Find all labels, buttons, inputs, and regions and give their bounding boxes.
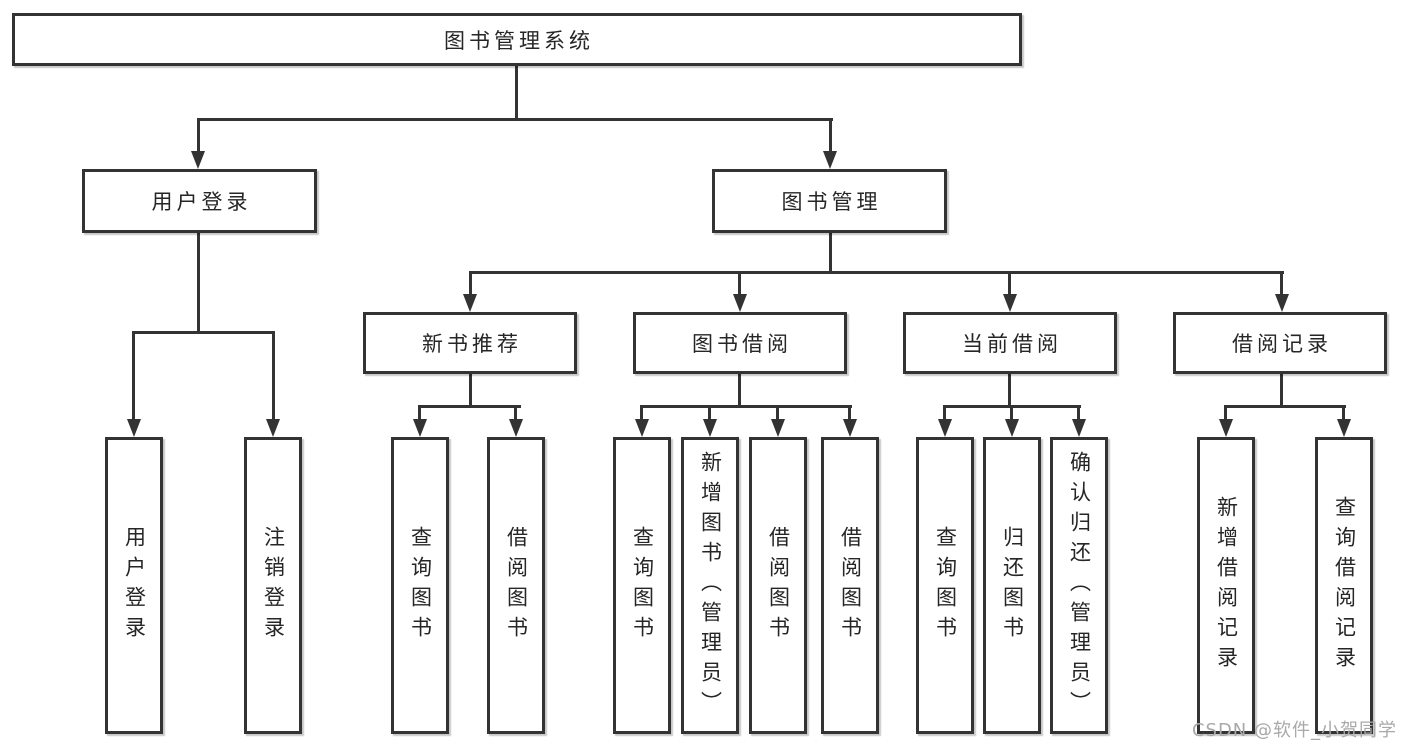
connector-line — [708, 405, 711, 421]
connector-line — [1077, 405, 1080, 421]
node-label: 借阅图书 — [838, 525, 863, 646]
connector-line — [469, 372, 472, 408]
connector-line — [1280, 271, 1283, 296]
node-new-book-recommend: 新书推荐 — [363, 312, 577, 374]
arrowhead-down-icon — [635, 419, 649, 437]
connector-line — [132, 331, 275, 334]
node-leaf-borrow-books-borrow: 借阅图书 — [821, 437, 879, 734]
arrowhead-down-icon — [1005, 419, 1019, 437]
connector-line — [640, 405, 852, 408]
arrowhead-down-icon — [1337, 419, 1351, 437]
connector-line — [469, 271, 472, 296]
node-leaf-logout: 注销登录 — [244, 437, 302, 734]
connector-line — [1224, 405, 1227, 421]
node-leaf-query-books-borrow: 查询图书 — [613, 437, 671, 734]
node-book-borrow: 图书借阅 — [633, 312, 847, 374]
connector-line — [197, 118, 833, 121]
node-label: 查询图书 — [630, 525, 655, 646]
node-book-management: 图书管理 — [712, 169, 947, 233]
node-leaf-confirm-return-admin: 确认归还（管理员） — [1050, 437, 1108, 734]
connector-line — [132, 331, 135, 421]
arrowhead-down-icon — [1275, 294, 1289, 312]
node-leaf-add-borrow-record: 新增借阅记录 — [1197, 437, 1255, 734]
connector-line — [272, 331, 275, 421]
connector-line — [1010, 405, 1013, 421]
node-label: 新增图书（管理员） — [698, 450, 723, 721]
arrowhead-down-icon — [938, 419, 952, 437]
node-leaf-query-borrow-record: 查询借阅记录 — [1315, 437, 1373, 734]
arrowhead-down-icon — [823, 151, 837, 169]
node-label: 借阅图书 — [504, 525, 529, 646]
connector-line — [418, 405, 521, 408]
arrowhead-down-icon — [1219, 419, 1233, 437]
node-leaf-query-books-current: 查询图书 — [916, 437, 974, 734]
node-root: 图书管理系统 — [12, 13, 1022, 66]
arrowhead-down-icon — [266, 419, 280, 437]
connector-line — [776, 405, 779, 421]
node-label: 注销登录 — [261, 525, 286, 646]
node-label: 用户登录 — [122, 525, 147, 646]
connector-line — [197, 231, 200, 334]
connector-line — [514, 405, 517, 421]
connector-line — [197, 118, 200, 153]
arrowhead-down-icon — [509, 419, 523, 437]
connector-line — [1008, 271, 1011, 296]
arrowhead-down-icon — [771, 419, 785, 437]
connector-line — [418, 405, 421, 421]
arrowhead-down-icon — [127, 419, 141, 437]
watermark: CSDN @软件_小贺同学 — [1191, 720, 1397, 741]
connector-line — [1342, 405, 1345, 421]
arrowhead-down-icon — [1072, 419, 1086, 437]
node-label: 借阅图书 — [766, 525, 791, 646]
connector-line — [1280, 372, 1283, 408]
connector-line — [738, 372, 741, 408]
node-leaf-add-books-admin: 新增图书（管理员） — [681, 437, 739, 734]
node-label: 新增借阅记录 — [1214, 495, 1239, 676]
connector-line — [738, 271, 741, 296]
arrowhead-down-icon — [463, 294, 477, 312]
node-leaf-borrow-books-recommend: 借阅图书 — [487, 437, 545, 734]
connector-line — [943, 405, 946, 421]
arrowhead-down-icon — [703, 419, 717, 437]
node-borrow-records: 借阅记录 — [1173, 312, 1387, 374]
connector-line — [829, 118, 832, 153]
arrowhead-down-icon — [843, 419, 857, 437]
node-label: 查询借阅记录 — [1332, 495, 1357, 676]
node-user-login: 用户登录 — [82, 169, 317, 233]
node-label: 确认归还（管理员） — [1067, 450, 1092, 721]
node-label: 归还图书 — [1000, 525, 1025, 646]
connector-line — [829, 231, 832, 274]
connector-line — [515, 64, 518, 120]
arrowhead-down-icon — [1003, 294, 1017, 312]
connector-line — [1008, 372, 1011, 408]
node-leaf-return-books: 归还图书 — [983, 437, 1041, 734]
arrowhead-down-icon — [733, 294, 747, 312]
node-current-borrow: 当前借阅 — [903, 312, 1117, 374]
connector-line — [640, 405, 643, 421]
node-leaf-edit-books-admin: 借阅图书 — [749, 437, 807, 734]
arrowhead-down-icon — [191, 151, 205, 169]
connector-line — [469, 271, 1284, 274]
connector-line — [1225, 405, 1346, 408]
connector-line — [848, 405, 851, 421]
node-label: 查询图书 — [408, 525, 433, 646]
node-label: 查询图书 — [933, 525, 958, 646]
node-leaf-query-books-recommend: 查询图书 — [391, 437, 449, 734]
arrowhead-down-icon — [413, 419, 427, 437]
node-leaf-user-login: 用户登录 — [105, 437, 163, 734]
